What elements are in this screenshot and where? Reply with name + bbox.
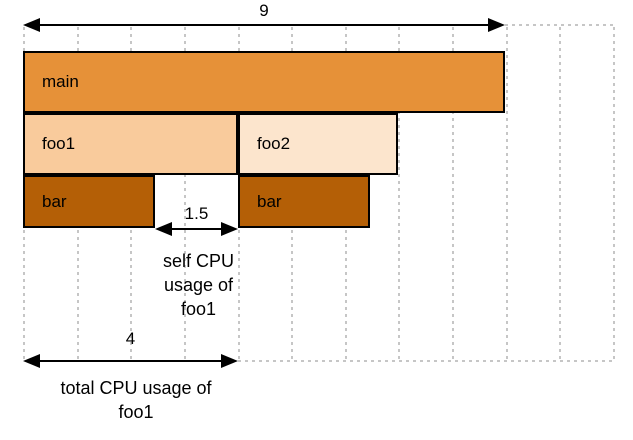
gridline	[398, 27, 400, 361]
arrow-shaft	[33, 24, 495, 26]
top-extension-dotted-line	[505, 24, 614, 26]
gridline	[452, 27, 454, 361]
total-foo1-arrow	[23, 354, 238, 368]
gridline	[184, 27, 186, 361]
total-foo1-value: 4	[125, 329, 136, 348]
frame-foo1-label: foo1	[42, 134, 76, 153]
frame-foo1: foo1	[23, 113, 238, 175]
frame-bar-under-foo2: bar	[238, 175, 370, 228]
total-width-value: 9	[259, 1, 269, 20]
frame-main-label: main	[42, 72, 79, 91]
arrow-shaft	[165, 228, 228, 230]
gridline	[506, 27, 508, 361]
self-foo1-caption: self CPU usage of foo1	[162, 251, 234, 319]
frame-bar1-label: bar	[42, 191, 67, 211]
frame-main: main	[23, 51, 505, 113]
self-foo1-value: 1.5	[184, 204, 209, 223]
gridline	[559, 27, 561, 361]
gridline	[613, 27, 615, 361]
total-width-arrow	[23, 18, 505, 32]
total-foo1-caption: total CPU usage of foo1	[60, 378, 212, 422]
self-foo1-arrow	[155, 222, 238, 236]
frame-foo2-label: foo2	[257, 134, 291, 153]
arrow-shaft	[33, 360, 228, 362]
frame-foo2: foo2	[238, 113, 398, 175]
frame-bar-under-foo1: bar	[23, 175, 155, 228]
bottom-extension-dotted-line	[238, 360, 614, 362]
frame-bar2-label: bar	[257, 191, 282, 211]
